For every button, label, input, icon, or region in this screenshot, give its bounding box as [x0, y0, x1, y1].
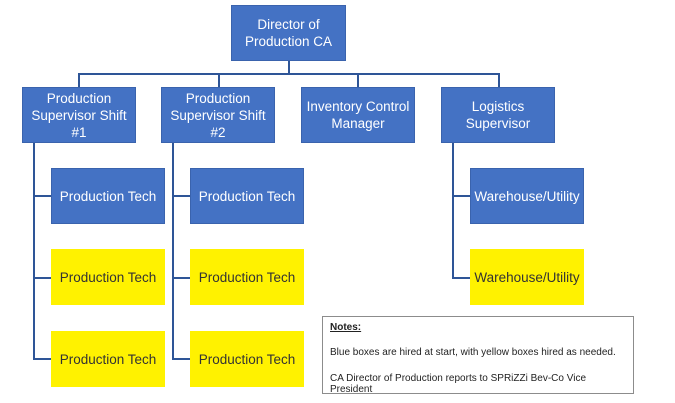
logistics-supervisor-box: Logistics Supervisor [441, 87, 555, 143]
connector-sup3-up [357, 73, 359, 87]
notes-box: Notes: Blue boxes are hired at start, wi… [322, 316, 634, 395]
supervisor-shift-1-box: Production Supervisor Shift #1 [22, 87, 136, 143]
warehouse-utility-1: Warehouse/Utility [470, 168, 584, 224]
shift1-production-tech-3: Production Tech [51, 331, 165, 387]
supervisor-shift-2-box: Production Supervisor Shift #2 [161, 87, 275, 143]
shift2-production-tech-3: Production Tech [190, 331, 304, 387]
notes-title: Notes: [330, 322, 362, 333]
connector-shift2-branch-3 [172, 358, 190, 360]
notes-line-2: CA Director of Production reports to SPR… [330, 373, 587, 395]
connector-sup4-up [498, 73, 500, 87]
connector-shift2-trunk [172, 143, 174, 359]
shift2-production-tech-2: Production Tech [190, 249, 304, 305]
connector-shift2-branch-2 [172, 277, 190, 279]
connector-logistics-branch-1 [452, 195, 470, 197]
connector-director-down [288, 61, 290, 74]
connector-shift1-trunk [33, 143, 35, 359]
connector-sup2-up [218, 73, 220, 87]
connector-shift1-branch-3 [33, 358, 51, 360]
connector-shift1-branch-2 [33, 277, 51, 279]
connector-logistics-trunk [452, 143, 454, 278]
shift1-production-tech-2: Production Tech [51, 249, 165, 305]
connector-sup1-up [78, 73, 80, 87]
shift2-production-tech-1: Production Tech [190, 168, 304, 224]
connector-shift2-branch-1 [172, 195, 190, 197]
inventory-control-manager-box: Inventory Control Manager [301, 87, 415, 143]
notes-line-1: Blue boxes are hired at start, with yell… [330, 347, 616, 358]
warehouse-utility-2: Warehouse/Utility [470, 249, 584, 305]
connector-shift1-branch-1 [33, 195, 51, 197]
connector-logistics-branch-2 [452, 277, 470, 279]
director-box: Director of Production CA [231, 5, 346, 61]
connector-top-bus [78, 73, 500, 75]
shift1-production-tech-1: Production Tech [51, 168, 165, 224]
